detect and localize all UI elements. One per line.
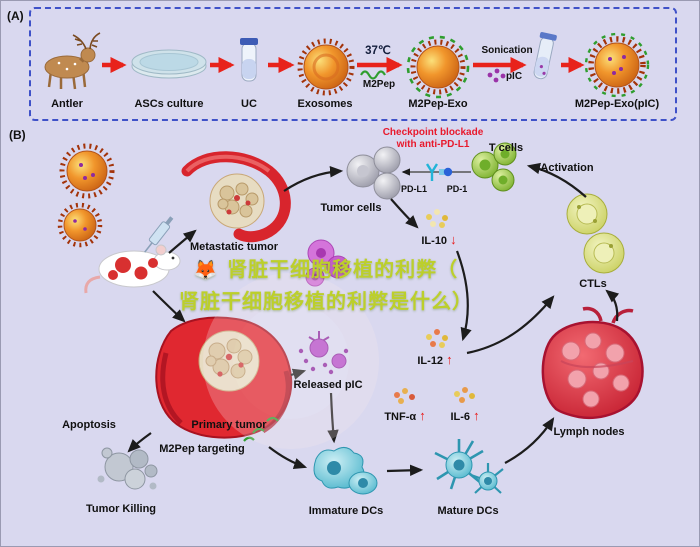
uc-tube — [240, 38, 258, 82]
lymph-nodes-label: Lymph nodes — [553, 426, 625, 438]
mature-dcs-label: Mature DCs — [437, 505, 499, 517]
il12-up-arrow-icon: ↑ — [446, 352, 453, 367]
m2-macrophage-cluster — [305, 239, 350, 287]
m2pep-label: M2Pep — [362, 79, 396, 90]
sonication-tube — [533, 32, 557, 80]
il10-dots-icon — [426, 209, 448, 228]
tumor-killing-illustration — [97, 447, 158, 490]
watermark-emoji-icon: 🦊 — [193, 260, 219, 281]
pic-dots-icon — [487, 68, 506, 83]
tnfa-up-arrow-icon: ↑ — [419, 408, 426, 423]
il6-dots-icon — [454, 387, 475, 403]
m2pep-exo-pic-icon — [584, 32, 650, 98]
tnfa-label: TNF-α ↑ — [384, 408, 425, 423]
step-label-m2pep-exo: M2Pep-Exo — [408, 98, 468, 110]
il6-name: IL-6 — [450, 411, 470, 423]
released-pic-label: Released pIC — [293, 379, 363, 391]
il10-down-arrow-icon: ↓ — [450, 232, 457, 247]
il12-name: IL-12 — [417, 355, 444, 367]
ctls-label: CTLs — [579, 278, 607, 290]
apoptosis-label: Apoptosis — [62, 419, 116, 431]
il10-label: IL-10 ↓ — [421, 232, 456, 247]
deer-illustration — [44, 32, 101, 90]
exo-pic-particle-icon — [57, 143, 115, 248]
immature-dcs-illustration — [313, 447, 378, 495]
watermark-line2: 肾脏干细胞移植的利弊是什么） — [179, 285, 473, 314]
metastatic-tumor-label: Metastatic tumor — [189, 241, 279, 253]
metastatic-tumor-illustration — [181, 151, 291, 243]
temperature-label: 37℃ — [365, 45, 391, 57]
step-label-exosomes: Exosomes — [297, 98, 353, 110]
primary-tumor-illustration — [155, 316, 293, 442]
t-cells-label: T cells — [488, 142, 524, 154]
m2pep-targeting-label: M2Pep targeting — [159, 443, 245, 455]
panel-b-arrows — [127, 162, 620, 477]
pd-l1-pd-1-junction-icon — [401, 163, 471, 181]
lymph-node-illustration — [541, 306, 644, 420]
step-label-m2pep-exo-pic: M2Pep-Exo(pIC) — [574, 98, 660, 110]
panel-a-tag: (A) — [7, 9, 24, 23]
activation-label: Activation — [540, 162, 594, 174]
tumor-cells-label: Tumor cells — [320, 202, 382, 214]
mature-dcs-illustration — [434, 439, 504, 494]
step-label-ascs-culture: ASCs culture — [134, 98, 204, 110]
tnfa-name: TNF-α — [384, 411, 417, 423]
step-label-antler: Antler — [51, 98, 83, 110]
watermark-text-line2: 肾脏干细胞移植的利弊是什么） — [179, 291, 473, 313]
t-cells-illustration — [471, 142, 517, 192]
il10-name: IL-10 — [421, 235, 448, 247]
panel-b-tag: (B) — [9, 128, 26, 142]
il12-dots-icon — [426, 329, 448, 348]
primary-tumor-label: Primary tumor — [191, 419, 267, 431]
pd-1-label: PD-1 — [446, 184, 468, 194]
m2pep-squiggle-icon — [360, 70, 386, 80]
pd-l1-label: PD-L1 — [400, 184, 428, 194]
sonication-label: Sonication — [481, 45, 533, 56]
immature-dcs-label: Immature DCs — [308, 505, 384, 517]
tnfa-dots-icon — [394, 388, 415, 404]
syringe-icon — [144, 216, 174, 253]
step-label-uc: UC — [241, 98, 257, 110]
panel-a-box — [29, 7, 677, 121]
checkpoint-blockade-label-line1: Checkpoint blockade — [382, 127, 484, 138]
exosome-icon — [297, 38, 355, 96]
released-pic-illustration — [298, 331, 349, 375]
watermark-line1: 🦊 肾脏干细胞移植的利弊（ — [194, 253, 458, 282]
il12-label: IL-12 ↑ — [417, 352, 452, 367]
watermark-logo — [203, 273, 379, 449]
watermark-text-line1: 肾脏干细胞移植的利弊（ — [227, 259, 459, 281]
il6-up-arrow-icon: ↑ — [473, 408, 480, 423]
tumor-cells-illustration — [346, 146, 401, 200]
ctls-illustration — [566, 193, 625, 274]
petri-dish — [131, 49, 207, 79]
il6-label: IL-6 ↑ — [450, 408, 479, 423]
m2pep-exo-icon — [406, 35, 470, 99]
checkpoint-blockade-label-line2: with anti-PD-L1 — [396, 139, 470, 150]
mouse-illustration — [84, 244, 181, 294]
pic-label: pIC — [505, 71, 523, 82]
tumor-killing-label: Tumor Killing — [85, 503, 157, 515]
